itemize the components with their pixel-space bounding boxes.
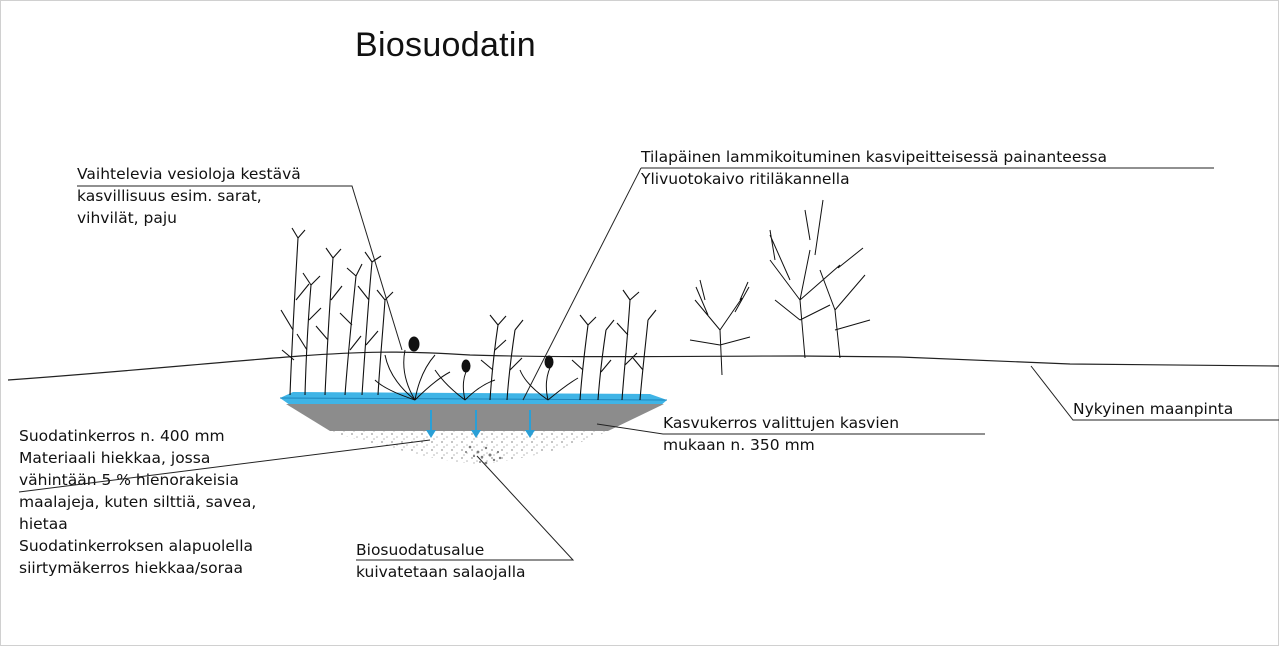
leader-vegetation xyxy=(77,186,402,350)
leader-filter xyxy=(19,440,430,492)
reed-plants xyxy=(281,228,656,400)
sedge-plants xyxy=(375,337,578,400)
leader-growth xyxy=(597,424,985,434)
leader-ground xyxy=(1031,366,1279,420)
leader-ponding xyxy=(523,168,1214,400)
leader-bio-area xyxy=(356,456,573,560)
shrub-trees xyxy=(690,200,870,375)
